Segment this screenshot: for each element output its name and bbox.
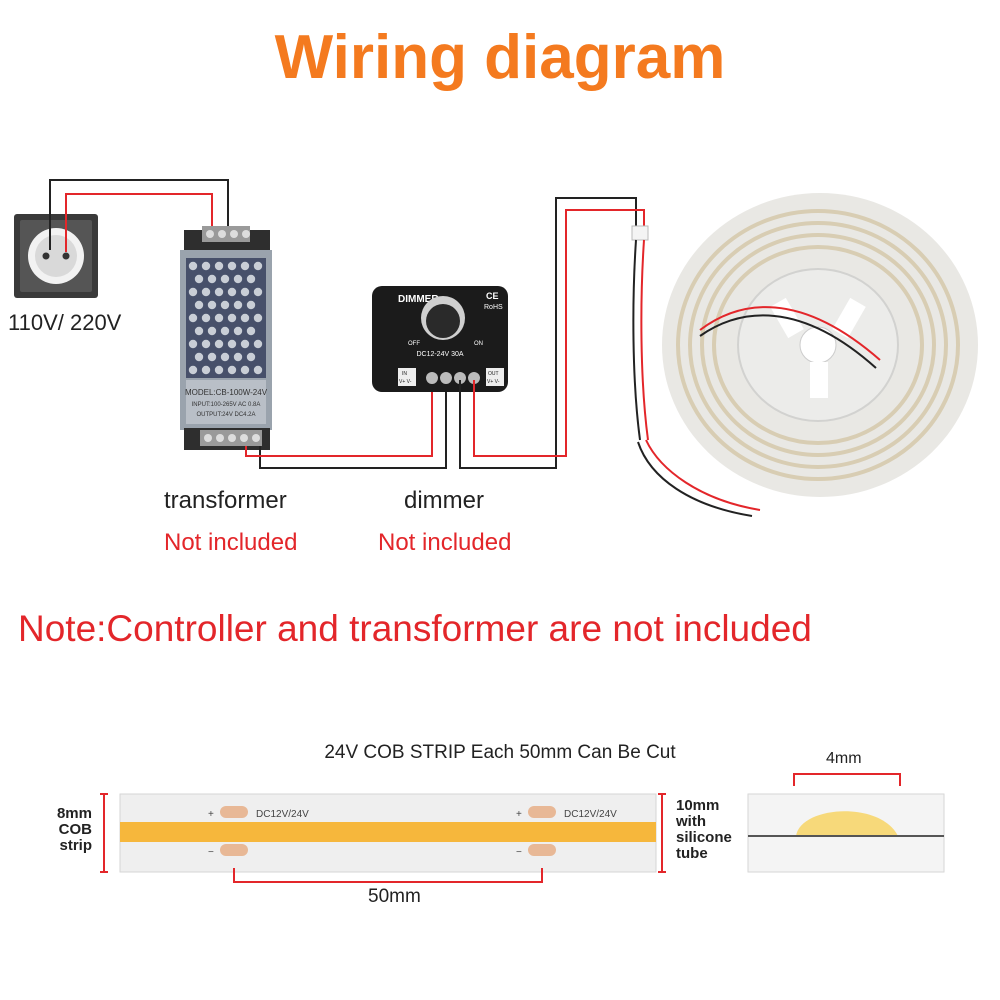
vent-hole bbox=[194, 274, 204, 284]
vent-hole bbox=[253, 287, 263, 297]
wall-socket-icon bbox=[14, 214, 98, 298]
vent-hole bbox=[201, 365, 211, 375]
vent-hole bbox=[253, 339, 263, 349]
wire-dimmer-black bbox=[459, 197, 637, 469]
vent-hole bbox=[201, 287, 211, 297]
vent-hole bbox=[188, 365, 198, 375]
vent-hole bbox=[214, 365, 224, 375]
page-title: Wiring diagram bbox=[274, 23, 726, 92]
transformer-label: transformer bbox=[164, 487, 287, 514]
pad-plus-right: + bbox=[516, 809, 522, 820]
note-text: Note:Controller and transformer are not … bbox=[18, 608, 812, 649]
vent-hole bbox=[201, 339, 211, 349]
dimmer-on-text: ON bbox=[474, 341, 483, 347]
transformer-input-text: INPUT:100-265V AC 0.8A bbox=[192, 402, 261, 408]
vent-hole bbox=[194, 326, 204, 336]
vent-hole bbox=[214, 261, 224, 271]
vent-hole bbox=[214, 313, 224, 323]
cob-led-band bbox=[120, 822, 656, 842]
pad-minus-right: − bbox=[516, 847, 522, 858]
strip-cross-section bbox=[747, 773, 945, 873]
vent-hole bbox=[220, 300, 230, 310]
vent-hole bbox=[194, 300, 204, 310]
vent-hole bbox=[214, 339, 224, 349]
cut-length-label: 50mm bbox=[368, 886, 421, 907]
vent-hole bbox=[233, 300, 243, 310]
strip-connector-icon bbox=[631, 225, 761, 517]
transformer-icon: MODEL:CB-100W-24V INPUT:100-265V AC 0.8A… bbox=[180, 226, 272, 450]
rohs-mark: RoHS bbox=[484, 304, 503, 311]
vent-hole bbox=[253, 261, 263, 271]
vent-hole bbox=[246, 326, 256, 336]
strip-left-label: 8mm COB strip bbox=[56, 805, 92, 854]
vent-hole bbox=[240, 287, 250, 297]
vent-hole bbox=[220, 352, 230, 362]
vent-hole bbox=[240, 365, 250, 375]
vent-hole bbox=[207, 300, 217, 310]
cut-length-dimension bbox=[233, 868, 543, 883]
dimmer-icon: DIMMER CE RoHS OFF ON DC12-24V 30A IN V+… bbox=[372, 286, 508, 392]
vent-hole bbox=[246, 300, 256, 310]
dimmer-not-included: Not included bbox=[378, 529, 512, 556]
pad-label-left: DC12V/24V bbox=[256, 809, 309, 820]
wire-transformer-black bbox=[259, 380, 447, 469]
vent-hole bbox=[220, 274, 230, 284]
vent-hole bbox=[201, 261, 211, 271]
vent-hole bbox=[201, 313, 211, 323]
pad-label-right: DC12V/24V bbox=[564, 809, 617, 820]
strip-caption: 24V COB STRIP Each 50mm Can Be Cut bbox=[324, 742, 676, 763]
dimmer-out-text: OUT bbox=[488, 371, 499, 377]
dimmer-out-polarity: V+ V- bbox=[487, 379, 500, 385]
vent-hole bbox=[188, 287, 198, 297]
dimmer-in-polarity: V+ V- bbox=[399, 379, 412, 385]
vent-hole bbox=[194, 352, 204, 362]
vent-hole bbox=[188, 339, 198, 349]
vent-hole bbox=[207, 274, 217, 284]
vent-hole bbox=[227, 365, 237, 375]
vent-hole bbox=[253, 365, 263, 375]
vent-hole bbox=[207, 326, 217, 336]
vent-hole bbox=[227, 261, 237, 271]
strip-right-label: 10mm with silicone tube bbox=[676, 797, 732, 862]
dimmer-in-text: IN bbox=[402, 371, 407, 377]
vent-hole bbox=[233, 326, 243, 336]
vent-hole bbox=[214, 287, 224, 297]
strip-diagram: + − DC12V/24V + − DC12V/24V bbox=[100, 773, 945, 883]
dimmer-label: dimmer bbox=[404, 487, 485, 514]
transformer-output-text: OUTPUT:24V DC4.2A bbox=[196, 412, 255, 418]
vent-hole bbox=[227, 287, 237, 297]
wire-socket-red bbox=[65, 193, 213, 252]
vent-hole bbox=[188, 261, 198, 271]
dimmer-brand-text: DIMMER bbox=[398, 294, 439, 305]
pad-plus-left: + bbox=[208, 809, 214, 820]
cross-width-label: 4mm bbox=[826, 750, 862, 767]
vent-hole bbox=[240, 339, 250, 349]
dimmer-off-text: OFF bbox=[408, 341, 420, 347]
wire-transformer-red bbox=[245, 380, 433, 457]
wire-dimmer-red bbox=[473, 209, 645, 457]
vent-hole bbox=[253, 313, 263, 323]
vent-hole bbox=[233, 352, 243, 362]
transformer-not-included: Not included bbox=[164, 529, 298, 556]
socket-voltage-label: 110V/ 220V bbox=[8, 310, 122, 335]
vent-hole bbox=[246, 274, 256, 284]
vent-hole bbox=[227, 313, 237, 323]
wiring-diagram: MODEL:CB-100W-24V INPUT:100-265V AC 0.8A… bbox=[14, 179, 978, 517]
vent-hole bbox=[246, 352, 256, 362]
pad-minus-left: − bbox=[208, 847, 214, 858]
wire-socket-black bbox=[49, 179, 229, 250]
solder-pads-right: + − DC12V/24V bbox=[516, 806, 617, 858]
vent-hole bbox=[188, 313, 198, 323]
vent-hole bbox=[220, 326, 230, 336]
ce-mark: CE bbox=[486, 291, 499, 301]
vent-hole bbox=[240, 313, 250, 323]
led-strip-reel-icon bbox=[662, 193, 978, 497]
vent-hole bbox=[233, 274, 243, 284]
solder-pads-left: + − DC12V/24V bbox=[208, 806, 309, 858]
vent-hole bbox=[227, 339, 237, 349]
vent-hole bbox=[240, 261, 250, 271]
vent-hole bbox=[207, 352, 217, 362]
dimmer-rating-text: DC12-24V 30A bbox=[416, 351, 463, 358]
transformer-model-text: MODEL:CB-100W-24V bbox=[185, 388, 268, 397]
